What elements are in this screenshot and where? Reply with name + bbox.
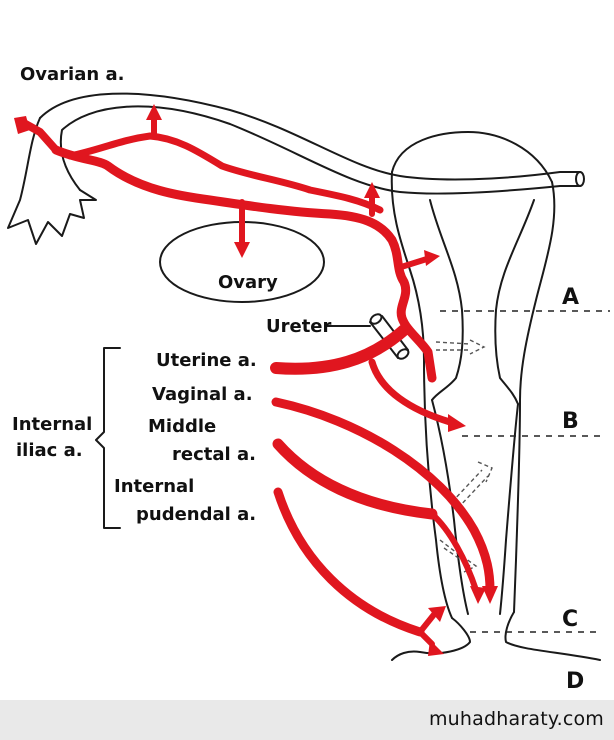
- ureter-label: Ureter: [266, 316, 332, 337]
- tube-end: [575, 171, 585, 187]
- internal-pudendal-label-line2: pudendal a.: [136, 504, 256, 525]
- watermark-text: muhadharaty.com: [428, 708, 604, 730]
- ovarian-artery-label: Ovarian a.: [20, 64, 124, 85]
- internal-iliac-label-line2: iliac a.: [16, 440, 83, 461]
- uterine-artery-label: Uterine a.: [156, 350, 257, 371]
- vaginal-canal: [431, 399, 519, 615]
- middle-rectal-label-line1: Middle: [148, 416, 216, 437]
- middle-rectal-label-line2: rectal a.: [172, 444, 256, 465]
- vestibule: [391, 611, 601, 661]
- fallopian-tube: [39, 92, 581, 195]
- vaginal-artery-label: Vaginal a.: [152, 384, 253, 405]
- ovary-arrow-down: [234, 242, 250, 258]
- uterine-tube-arrow: [364, 182, 380, 198]
- uterine-artery: [270, 324, 466, 432]
- dashed-arrow-c: [439, 539, 478, 573]
- level-a-label: A: [562, 285, 579, 310]
- ovary-label: Ovary: [218, 272, 278, 293]
- internal-pudendal-label-line1: Internal: [114, 476, 194, 497]
- middle-rectal-artery: [272, 438, 486, 604]
- ovarian-artery: [18, 113, 437, 383]
- dashed-arrow-a: [435, 339, 486, 355]
- footer-bar: muhadharaty.com: [0, 700, 614, 740]
- uterine-cavity: [429, 199, 535, 405]
- lateral-arrow: [424, 250, 440, 266]
- level-c-label: C: [562, 607, 578, 632]
- level-b-label: B: [562, 409, 579, 434]
- internal-pudendal-artery: [273, 487, 446, 656]
- internal-iliac-label-line1: Internal: [12, 414, 92, 435]
- level-d-label: D: [566, 669, 584, 694]
- fimbriae: [7, 117, 97, 245]
- dashed-arrow-b: [451, 461, 493, 509]
- uterine-wall-left: [390, 171, 453, 619]
- ovarian-tip-marker: [14, 116, 30, 134]
- uterine-wall-right: [513, 181, 556, 613]
- uterine-fundus: [391, 131, 553, 183]
- internal-iliac-bracket: [95, 347, 121, 529]
- vaginal-artery: [271, 397, 498, 604]
- ovarian-arrow-up: [146, 104, 162, 120]
- pelvic-arterial-supply-diagram: Ovarian a. Ovary Ureter Uterine a. Vagin…: [7, 64, 610, 694]
